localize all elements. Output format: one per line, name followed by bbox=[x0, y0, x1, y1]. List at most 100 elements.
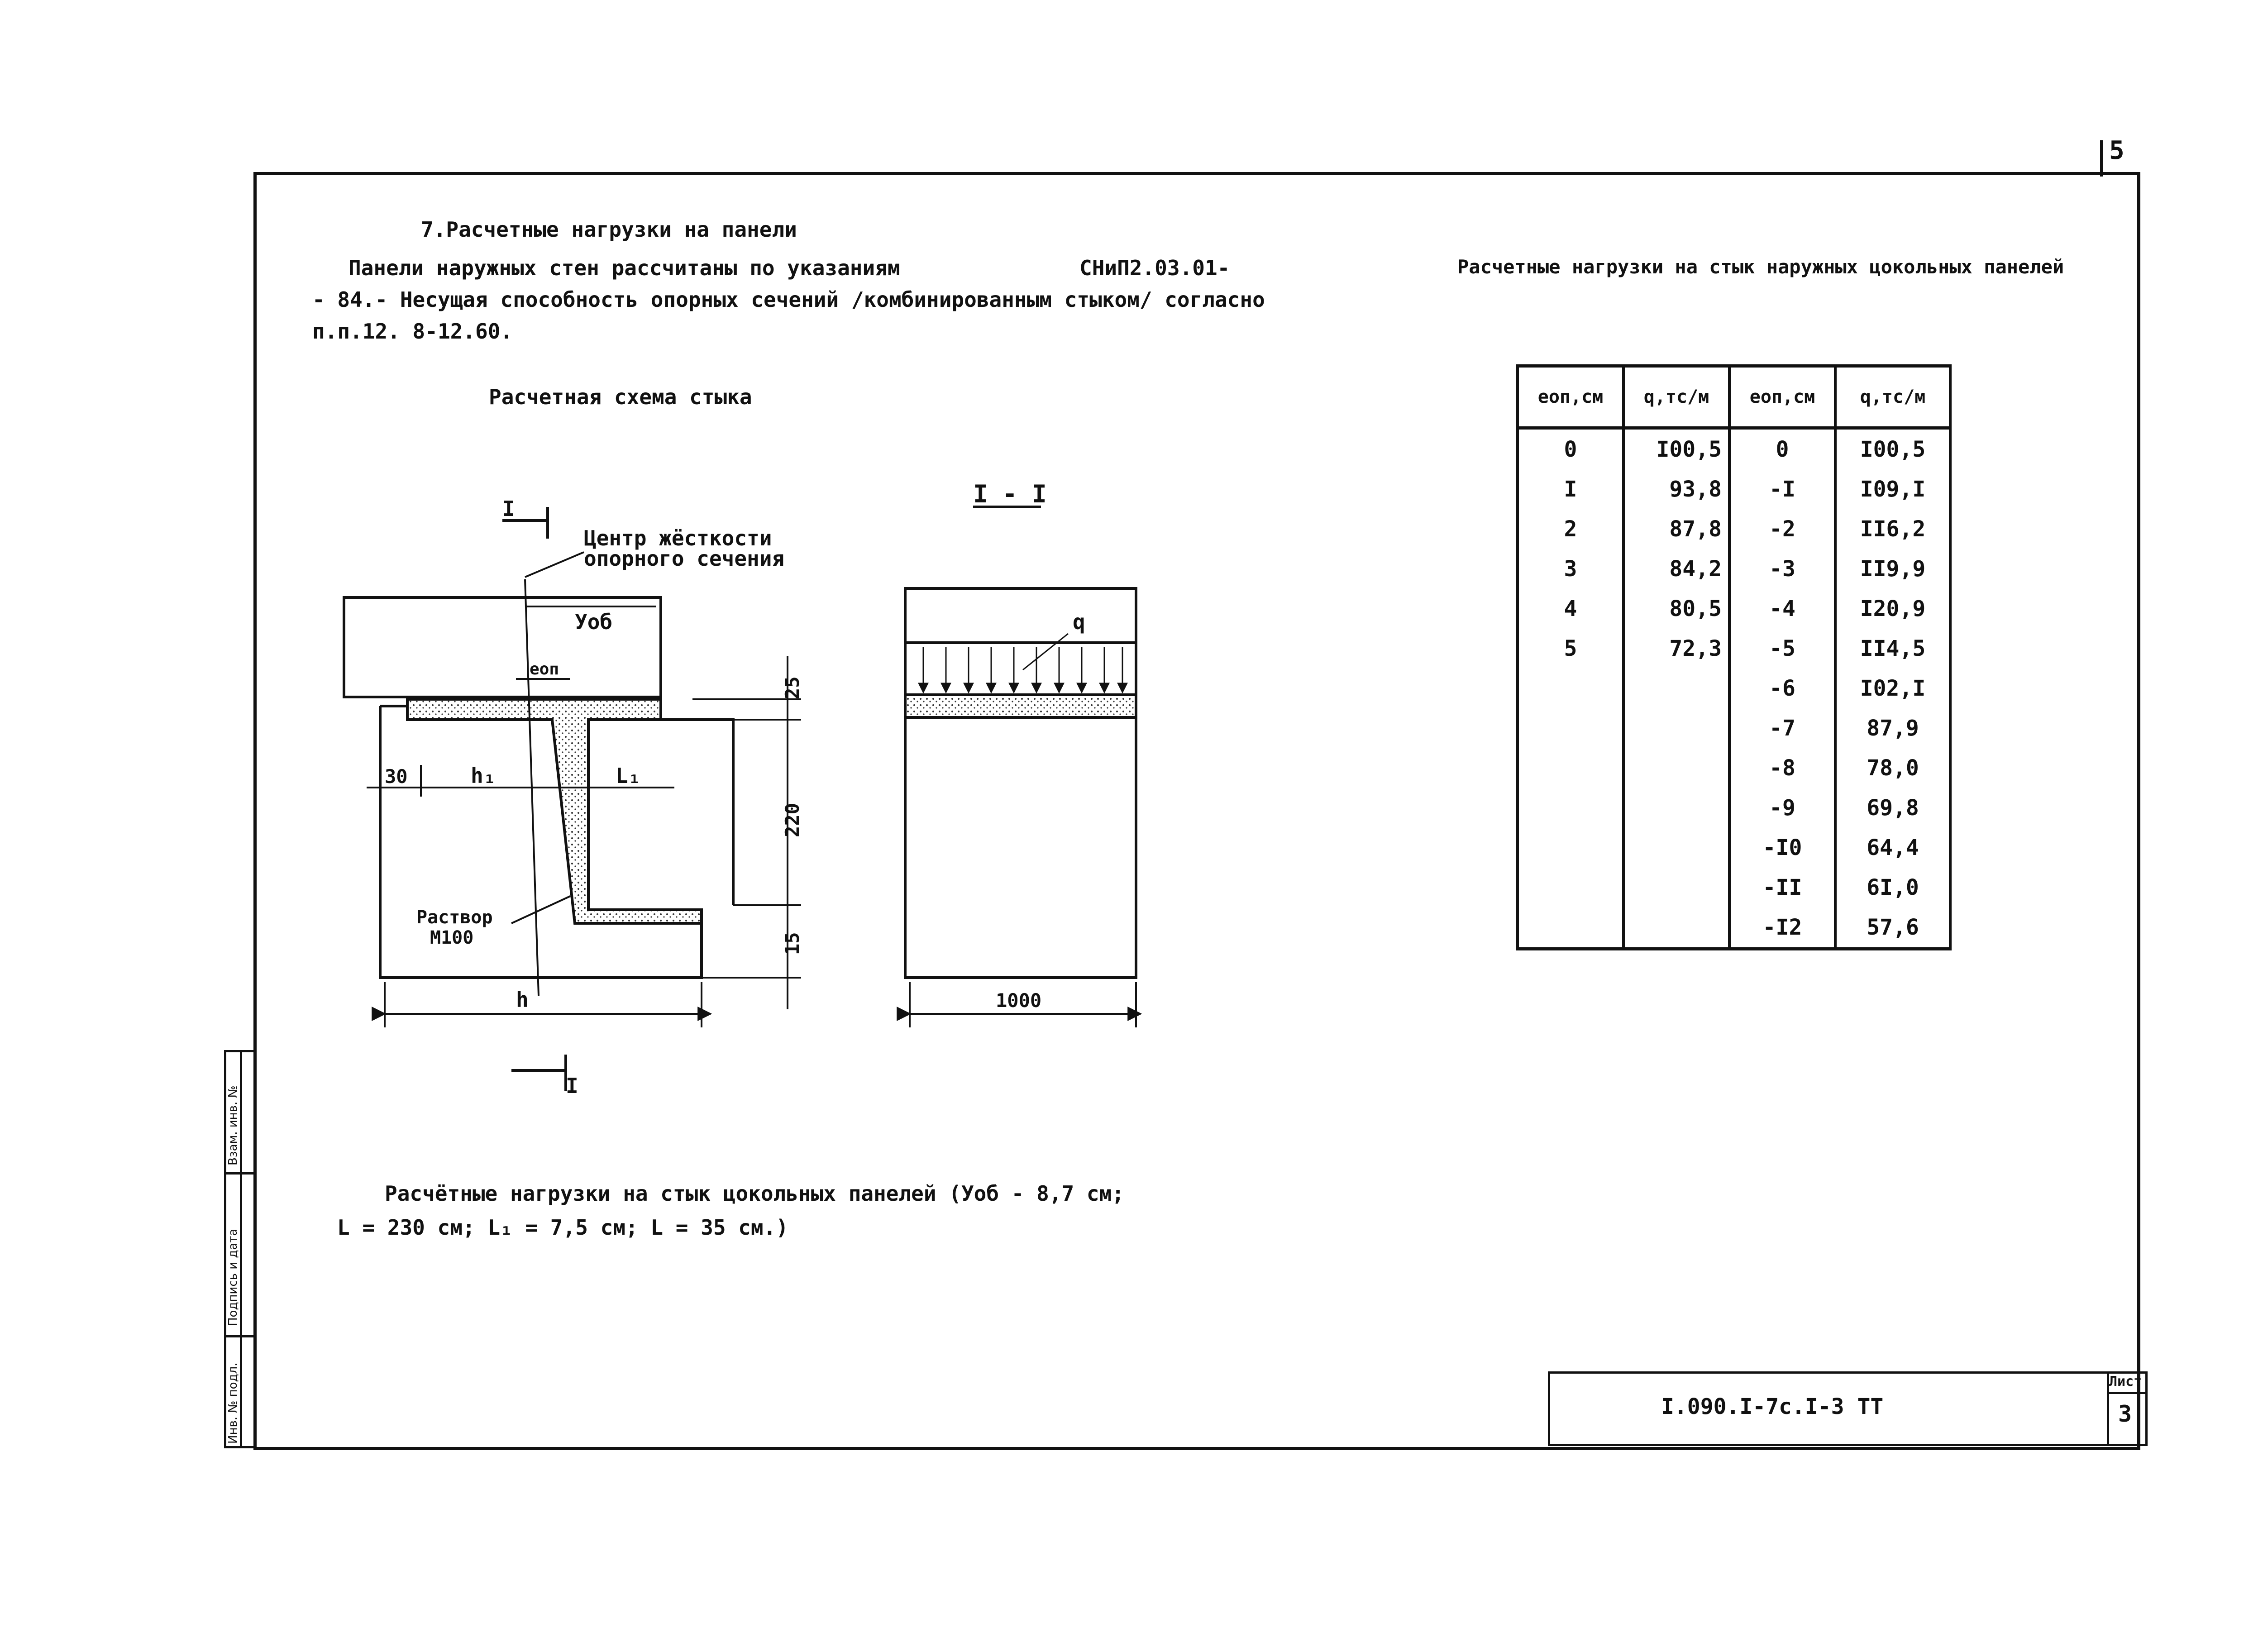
cell-q-pos bbox=[1622, 748, 1731, 788]
scheme-title: Расчетная схема стыка bbox=[489, 385, 752, 409]
cell-q-pos bbox=[1622, 788, 1731, 828]
cell-eop-neg: -8 bbox=[1728, 748, 1837, 788]
label-yob: Уоб bbox=[575, 610, 612, 634]
cell-eop-pos bbox=[1516, 907, 1625, 950]
label-eop: еоп bbox=[530, 660, 559, 678]
label-mortar-1: Раствор bbox=[416, 907, 493, 928]
cell-q-neg: 6I,0 bbox=[1834, 868, 1952, 907]
dim-220: 220 bbox=[781, 803, 803, 837]
cell-eop-pos bbox=[1516, 788, 1625, 828]
cell-eop-neg: -I0 bbox=[1728, 828, 1837, 868]
stamp-sheet-divider bbox=[2107, 1392, 2148, 1394]
section-mark-top: I bbox=[502, 497, 515, 521]
cell-eop-pos bbox=[1516, 868, 1625, 907]
cell-eop-neg: -5 bbox=[1728, 629, 1837, 668]
header-q-1: q,тс/м bbox=[1622, 364, 1731, 430]
cell-q-pos: I00,5 bbox=[1622, 428, 1731, 469]
footnote-line2: L = 230 см; L₁ = 7,5 см; L = 35 см.) bbox=[337, 1215, 788, 1240]
label-h: h bbox=[516, 988, 529, 1012]
cell-eop-pos bbox=[1516, 748, 1625, 788]
cell-eop-neg: -6 bbox=[1728, 668, 1837, 708]
cell-eop-neg: -7 bbox=[1728, 708, 1837, 748]
cell-eop-pos: I bbox=[1516, 469, 1625, 509]
intro-line1-left: Панели наружных стен рассчитаны по указа… bbox=[349, 256, 900, 280]
cell-q-neg: 87,9 bbox=[1834, 708, 1952, 748]
cell-eop-neg: -2 bbox=[1728, 509, 1837, 549]
dim-1000: 1000 bbox=[996, 989, 1041, 1012]
side-label-sign: Подпись и дата bbox=[226, 1228, 240, 1326]
section-label: I - I bbox=[973, 480, 1047, 508]
label-h1: h₁ bbox=[471, 764, 496, 788]
cell-q-pos: 84,2 bbox=[1622, 549, 1731, 589]
stamp-sheet-box bbox=[2107, 1371, 2148, 1446]
cell-eop-pos: 0 bbox=[1516, 428, 1625, 469]
intro-line2: - 84.- Несущая способность опорных сечен… bbox=[312, 287, 1265, 312]
cell-eop-neg: -3 bbox=[1728, 549, 1837, 589]
label-mortar-2: М100 bbox=[430, 927, 473, 948]
cell-q-neg: II6,2 bbox=[1834, 509, 1952, 549]
dim-15: 15 bbox=[781, 932, 803, 955]
cell-q-neg: II9,9 bbox=[1834, 549, 1952, 589]
cell-q-neg: I09,I bbox=[1834, 469, 1952, 509]
cell-q-neg: 57,6 bbox=[1834, 907, 1952, 950]
side-strip-sep-2 bbox=[224, 1335, 257, 1337]
label-q: q bbox=[1073, 610, 1085, 634]
cell-q-pos bbox=[1622, 828, 1731, 868]
cell-q-pos bbox=[1622, 668, 1731, 708]
cell-q-neg: 78,0 bbox=[1834, 748, 1952, 788]
cell-q-pos bbox=[1622, 907, 1731, 950]
header-eop-2: eоп,см bbox=[1728, 364, 1837, 430]
joint-scheme-drawing: I Центр жёсткости опорного сечения Уоб е… bbox=[343, 480, 1142, 1098]
intro-line3: п.п.12. 8-12.60. bbox=[312, 319, 513, 344]
page-number: 5 bbox=[2109, 136, 2125, 165]
cell-q-neg: I20,9 bbox=[1834, 589, 1952, 629]
stamp-sheet-number: 3 bbox=[2118, 1401, 2132, 1427]
cell-eop-pos: 5 bbox=[1516, 629, 1625, 668]
dim-25: 25 bbox=[781, 676, 803, 699]
cell-q-pos: 80,5 bbox=[1622, 589, 1731, 629]
cell-eop-pos: 2 bbox=[1516, 509, 1625, 549]
cell-eop-pos bbox=[1516, 828, 1625, 868]
side-strip-divider bbox=[240, 1050, 242, 1448]
side-label-inv: Инв. № подл. bbox=[226, 1362, 240, 1444]
cell-eop-pos bbox=[1516, 708, 1625, 748]
side-strip-sep-1 bbox=[224, 1172, 257, 1175]
cell-eop-neg: -II bbox=[1728, 868, 1837, 907]
cell-q-pos bbox=[1622, 868, 1731, 907]
cell-eop-neg: -I bbox=[1728, 469, 1837, 509]
label-center-2: опорного сечения bbox=[584, 546, 784, 571]
cell-q-neg: I02,I bbox=[1834, 668, 1952, 708]
section-title: 7.Расчетные нагрузки на панели bbox=[421, 217, 797, 242]
cell-eop-neg: -4 bbox=[1728, 589, 1837, 629]
cell-eop-neg: -I2 bbox=[1728, 907, 1837, 950]
cell-q-neg: I00,5 bbox=[1834, 428, 1952, 469]
label-center-1: Центр жёсткости bbox=[584, 526, 772, 550]
section-mark-bottom: I bbox=[566, 1074, 578, 1098]
cell-q-pos: 72,3 bbox=[1622, 629, 1731, 668]
header-q-2: q,тс/м bbox=[1834, 364, 1952, 430]
cell-eop-neg: -9 bbox=[1728, 788, 1837, 828]
cell-q-neg: II4,5 bbox=[1834, 629, 1952, 668]
stamp-sheet-label: Лист bbox=[2109, 1374, 2142, 1389]
cell-eop-pos: 4 bbox=[1516, 589, 1625, 629]
cell-q-neg: 64,4 bbox=[1834, 828, 1952, 868]
cell-q-pos: 93,8 bbox=[1622, 469, 1731, 509]
cell-q-neg: 69,8 bbox=[1834, 788, 1952, 828]
cell-q-pos bbox=[1622, 708, 1731, 748]
cell-eop-neg: 0 bbox=[1728, 428, 1837, 469]
stamp-code: I.090.I-7с.I-3 ТТ bbox=[1661, 1394, 1884, 1419]
cell-eop-pos bbox=[1516, 668, 1625, 708]
table-title: Расчетные нагрузки на стык наружных цоко… bbox=[1457, 256, 2064, 278]
